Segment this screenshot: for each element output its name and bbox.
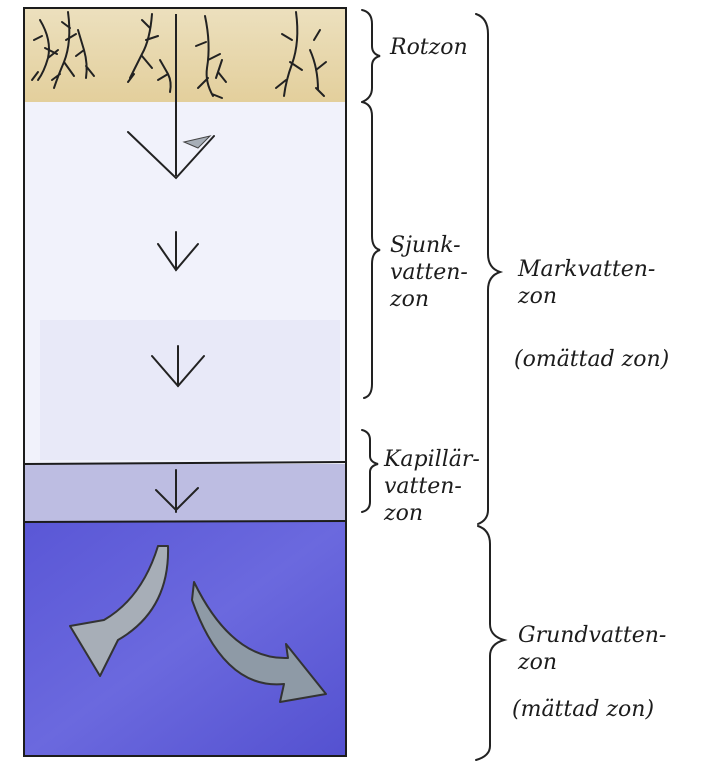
groundwater-zone [24, 522, 346, 756]
percolation-zone-label: Sjunk- vatten- zon [390, 232, 468, 313]
root-zone-brace [362, 10, 380, 102]
zone-braces [362, 10, 504, 760]
root-zone-label: Rotzon [390, 34, 468, 61]
groundwater-zone-label: Grundvatten- zon [518, 622, 666, 676]
capillary-zone-label: Kapillär- vatten- zon [384, 446, 480, 527]
percolation-zone-brace [362, 102, 380, 398]
percolation-zone-shade [40, 320, 340, 460]
soil-water-zone-note: (omättad zon) [514, 346, 669, 373]
groundwater-zone-note: (mättad zon) [512, 696, 654, 723]
groundwater-table-boundary [24, 521, 346, 522]
soil-water-zone-label: Markvatten- zon [518, 256, 655, 310]
groundwater-zone-brace [476, 526, 504, 760]
capillary-zone-brace [362, 430, 378, 512]
capillary-zone [24, 464, 346, 522]
